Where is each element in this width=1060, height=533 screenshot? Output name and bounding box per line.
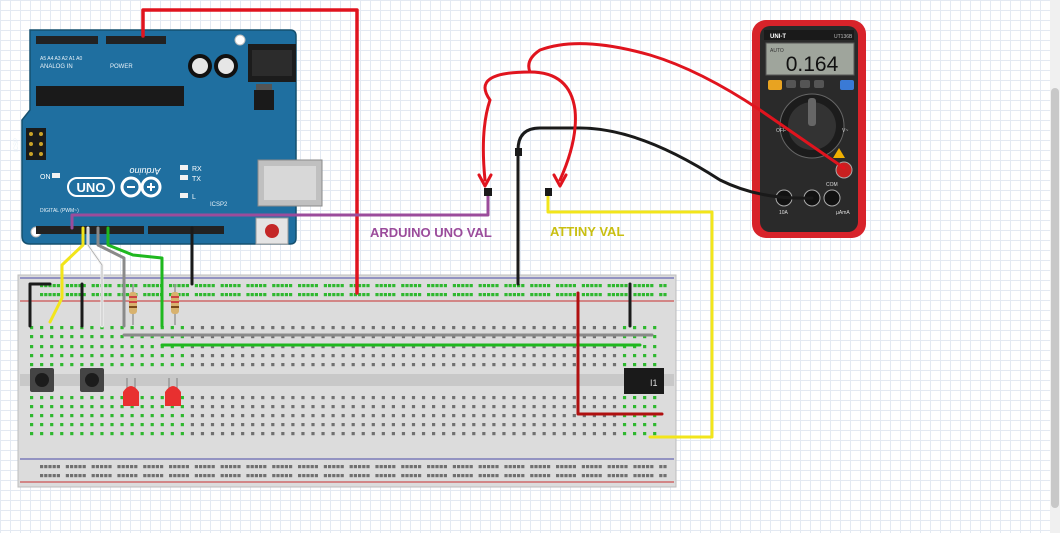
tx-led-label: TX — [192, 176, 201, 183]
multimeter-mode: AUTO — [770, 48, 784, 54]
multimeter-port-10a: 10A — [779, 210, 789, 216]
arduino-uno-board: A5 A4 A3 A2 A1 A0 ANALOG IN POWER ICSP O… — [14, 29, 323, 245]
led-red-2 — [165, 378, 181, 406]
wire-yellow-pin — [48, 226, 85, 324]
resistor-1 — [129, 284, 137, 325]
multimeter-hold-button[interactable] — [786, 80, 796, 88]
wire-probe-v-red-branch — [528, 70, 577, 182]
attiny-chip: I1 — [624, 368, 664, 394]
wire-green-pin — [106, 226, 164, 328]
uno-logo-text: UNO — [77, 180, 106, 195]
multimeter: UNI-T UT136B AUTO 0.164 OFF V~ 10A COM µ… — [752, 20, 866, 238]
multimeter-light-button[interactable] — [840, 80, 854, 90]
resistor-2 — [171, 284, 179, 325]
wire-attiny-val-yellow — [546, 193, 714, 439]
svg-text:DIGITAL (PWM~): DIGITAL (PWM~) — [40, 208, 79, 214]
multimeter-reading: 0.164 — [786, 53, 839, 76]
led-red-1 — [123, 378, 139, 406]
svg-text:OFF: OFF — [776, 128, 786, 134]
rx-led-label: RX — [192, 166, 202, 173]
svg-text:V~: V~ — [842, 128, 848, 134]
svg-text:A5 A4 A3 A2 A1 A0: A5 A4 A3 A2 A1 A0 — [40, 56, 82, 62]
svg-text:I1: I1 — [650, 378, 658, 388]
attiny-val-label: ATTINY VAL — [550, 224, 624, 239]
icsp2-label: ICSP2 — [210, 202, 228, 208]
arduino-brand-text: Arduino — [129, 166, 161, 176]
vertical-scrollbar[interactable] — [1050, 0, 1060, 533]
arduino-val-label: ARDUINO UNO VAL — [370, 225, 492, 240]
analog-in-label: ANALOG IN — [40, 64, 73, 70]
icsp-label: ICSP — [14, 138, 20, 152]
arduino-infinity-icon — [120, 176, 162, 198]
wire-5v-red — [141, 8, 359, 295]
on-led-label: ON — [40, 174, 51, 181]
multimeter-brand: UNI-T — [770, 34, 786, 40]
l-led-label: L — [192, 194, 196, 201]
multimeter-range-button[interactable] — [800, 80, 810, 88]
multimeter-port-com: COM — [826, 182, 838, 188]
wire-black-rail-left — [28, 282, 52, 328]
wire-arduino-val-purple — [70, 193, 490, 230]
pushbutton-2 — [80, 368, 104, 392]
wire-probe-com-black — [516, 126, 814, 286]
power-label: POWER — [110, 64, 133, 70]
scrollbar-thumb[interactable] — [1051, 88, 1059, 508]
wire-darkred-vcc — [576, 291, 664, 416]
wire-gray — [96, 226, 126, 328]
multimeter-jack-com[interactable] — [823, 189, 841, 207]
pushbutton-1 — [30, 368, 54, 392]
multimeter-port-ma: µAmA — [836, 210, 850, 216]
breadboard-holes — [30, 284, 667, 478]
multimeter-model: UT136B — [834, 34, 853, 40]
multimeter-select-button[interactable] — [768, 80, 782, 90]
multimeter-rel-button[interactable] — [814, 80, 824, 88]
wires — [28, 8, 846, 439]
wire-probe-v-red — [481, 42, 846, 182]
